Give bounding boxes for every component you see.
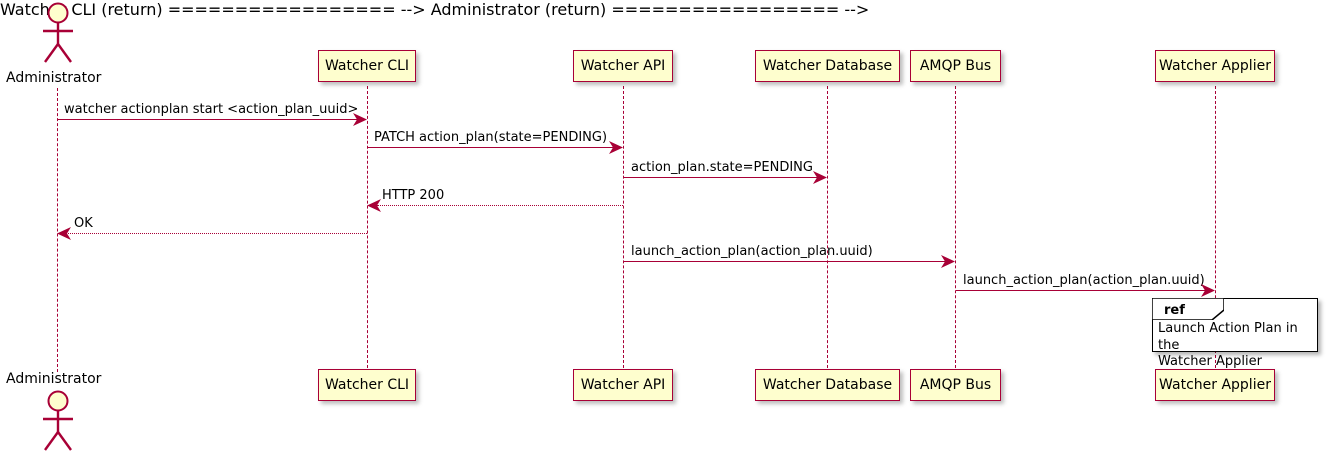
message-label-2: PATCH action_plan(state=PENDING) [374, 130, 608, 145]
participant-watcher-api-top[interactable]: Watcher API [573, 50, 673, 82]
message-arrowhead-4 [366, 198, 382, 217]
message-line-2 [368, 147, 614, 148]
message-label-7: launch_action_plan(action_plan.uuid) [963, 273, 1205, 288]
participant-amqp-bus-bottom[interactable]: AMQP Bus [910, 369, 1001, 401]
participant-watcher-cli-bottom[interactable]: Watcher CLI [318, 369, 416, 401]
message-label-1: watcher actionplan start <action_plan_uu… [64, 102, 359, 117]
message-arrowhead-1 [352, 112, 368, 131]
message-label-3: action_plan.state=PENDING [631, 160, 813, 175]
message-arrowhead-5 [56, 226, 72, 245]
lifeline-watcher-api [623, 86, 624, 368]
message-line-4 [377, 205, 623, 206]
message-line-3 [624, 177, 818, 178]
actor-figure-icon [43, 2, 73, 63]
message-label-6: launch_action_plan(action_plan.uuid) [631, 244, 873, 259]
lifeline-watcher-cli [367, 86, 368, 368]
message-arrowhead-2 [608, 140, 624, 159]
participant-amqp-bus-top[interactable]: AMQP Bus [910, 50, 1001, 82]
lifeline-watcher-database [827, 86, 828, 368]
lifeline-watcher-applier [1215, 86, 1216, 368]
participant-watcher-applier-top[interactable]: Watcher Applier [1155, 50, 1275, 82]
actor-label-administrator-top: Administrator [6, 70, 102, 86]
message-line-7 [956, 290, 1206, 291]
ref-fragment-keyword: ref [1164, 303, 1185, 318]
message-line-6 [624, 261, 946, 262]
participant-watcher-database-bottom[interactable]: Watcher Database [755, 369, 900, 401]
actor-administrator-top [31, 2, 85, 64]
participant-watcher-api-bottom[interactable]: Watcher API [573, 369, 673, 401]
participant-watcher-database-top[interactable]: Watcher Database [755, 50, 900, 82]
message-line-5 [68, 233, 367, 234]
message-arrowhead-6 [940, 254, 956, 273]
message-arrowhead-3 [812, 170, 828, 189]
actor-figure-icon [43, 390, 73, 451]
lifeline-amqp-bus [955, 86, 956, 368]
message-label-4: HTTP 200 [382, 188, 445, 203]
ref-fragment-tab [1151, 297, 1225, 324]
ref-fragment-text: Launch Action Plan in the Watcher Applie… [1158, 321, 1298, 370]
lifeline-administrator [57, 88, 58, 372]
message-label-5: OK [74, 216, 93, 231]
participant-watcher-cli-top[interactable]: Watcher CLI [318, 50, 416, 82]
message-line-1 [58, 119, 358, 120]
actor-label-administrator-bottom: Administrator [6, 371, 102, 387]
actor-administrator-bottom [31, 390, 85, 452]
message-arrowhead-7 [1200, 283, 1216, 302]
participant-watcher-applier-bottom[interactable]: Watcher Applier [1155, 369, 1275, 401]
